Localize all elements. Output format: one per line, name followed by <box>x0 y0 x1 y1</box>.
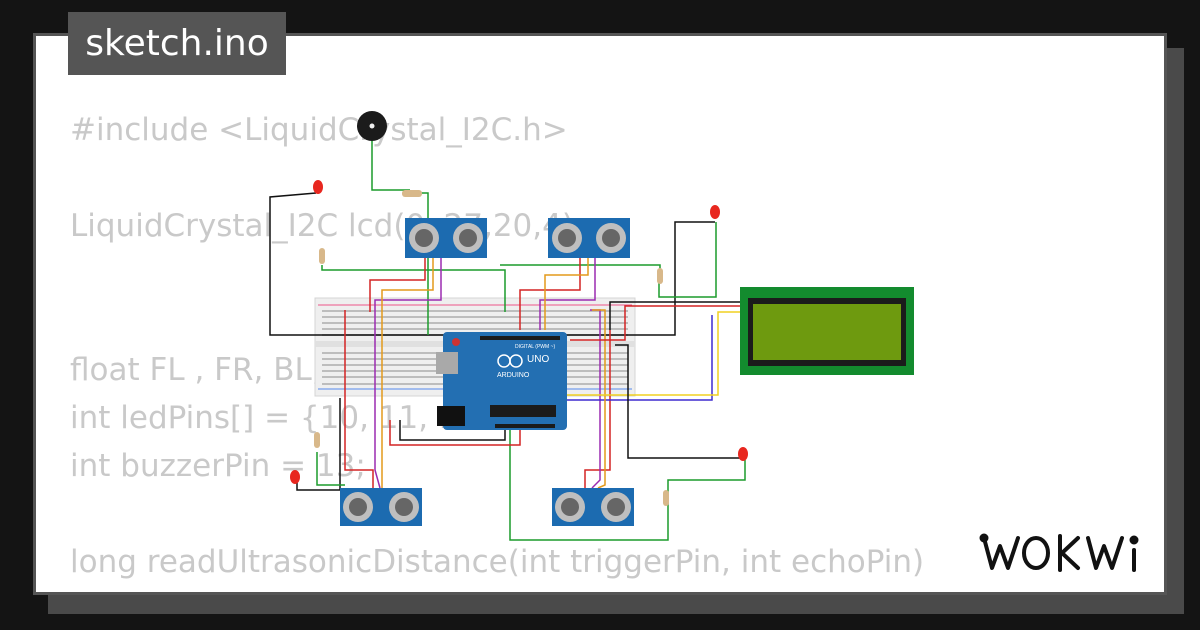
leds <box>290 180 748 484</box>
wire-green-buzzer <box>371 138 410 191</box>
wire-red-3 <box>344 310 374 488</box>
wire-green-right-led <box>658 222 717 298</box>
wokwi-logo <box>979 533 1139 572</box>
wire-red-arduino <box>389 420 521 446</box>
wire-black-arduino <box>399 420 506 441</box>
code-preview: #include <LiquidCrystal_I2C.h> LiquidCry… <box>70 112 925 580</box>
wire-purple-1 <box>374 258 442 489</box>
wire-black-right-led <box>615 344 740 459</box>
resistors <box>314 190 669 506</box>
sketch-title: sketch.ino <box>68 12 286 75</box>
arduino-brand-label: ARDUINO <box>497 372 530 379</box>
wire-orange-3 <box>592 309 606 489</box>
wire-orange-1 <box>381 258 434 488</box>
buzzer <box>357 111 387 141</box>
wire-black-lcd <box>609 301 742 330</box>
wire-black-bottom-left <box>296 398 341 491</box>
wire-red-1 <box>369 258 426 312</box>
wire-yellow-lcd <box>565 311 742 396</box>
arduino-uno: UNO ARDUINO DIGITAL (PWM ~) <box>436 332 567 430</box>
wire-green-bottom-left <box>316 452 345 486</box>
arduino-uno-label: UNO <box>527 354 549 365</box>
ultrasonic-sensor-bottom-left <box>340 488 422 526</box>
ultrasonic-sensor-top-left <box>405 218 487 258</box>
wire-purple-2 <box>539 258 596 330</box>
wire-green-bottom <box>509 430 746 541</box>
ultrasonic-sensor-bottom-right <box>552 488 634 526</box>
wire-green-left-led <box>321 265 506 312</box>
arduino-digital-label: DIGITAL (PWM ~) <box>515 344 555 350</box>
ultrasonic-sensor-top-right <box>548 218 630 258</box>
lcd-display <box>740 287 914 375</box>
wire-red-lcd <box>570 305 742 341</box>
wire-orange-2 <box>544 258 589 330</box>
wire-purple-4 <box>565 315 713 401</box>
wire-red-2 <box>519 258 581 330</box>
wire-green-resistor <box>420 192 429 335</box>
